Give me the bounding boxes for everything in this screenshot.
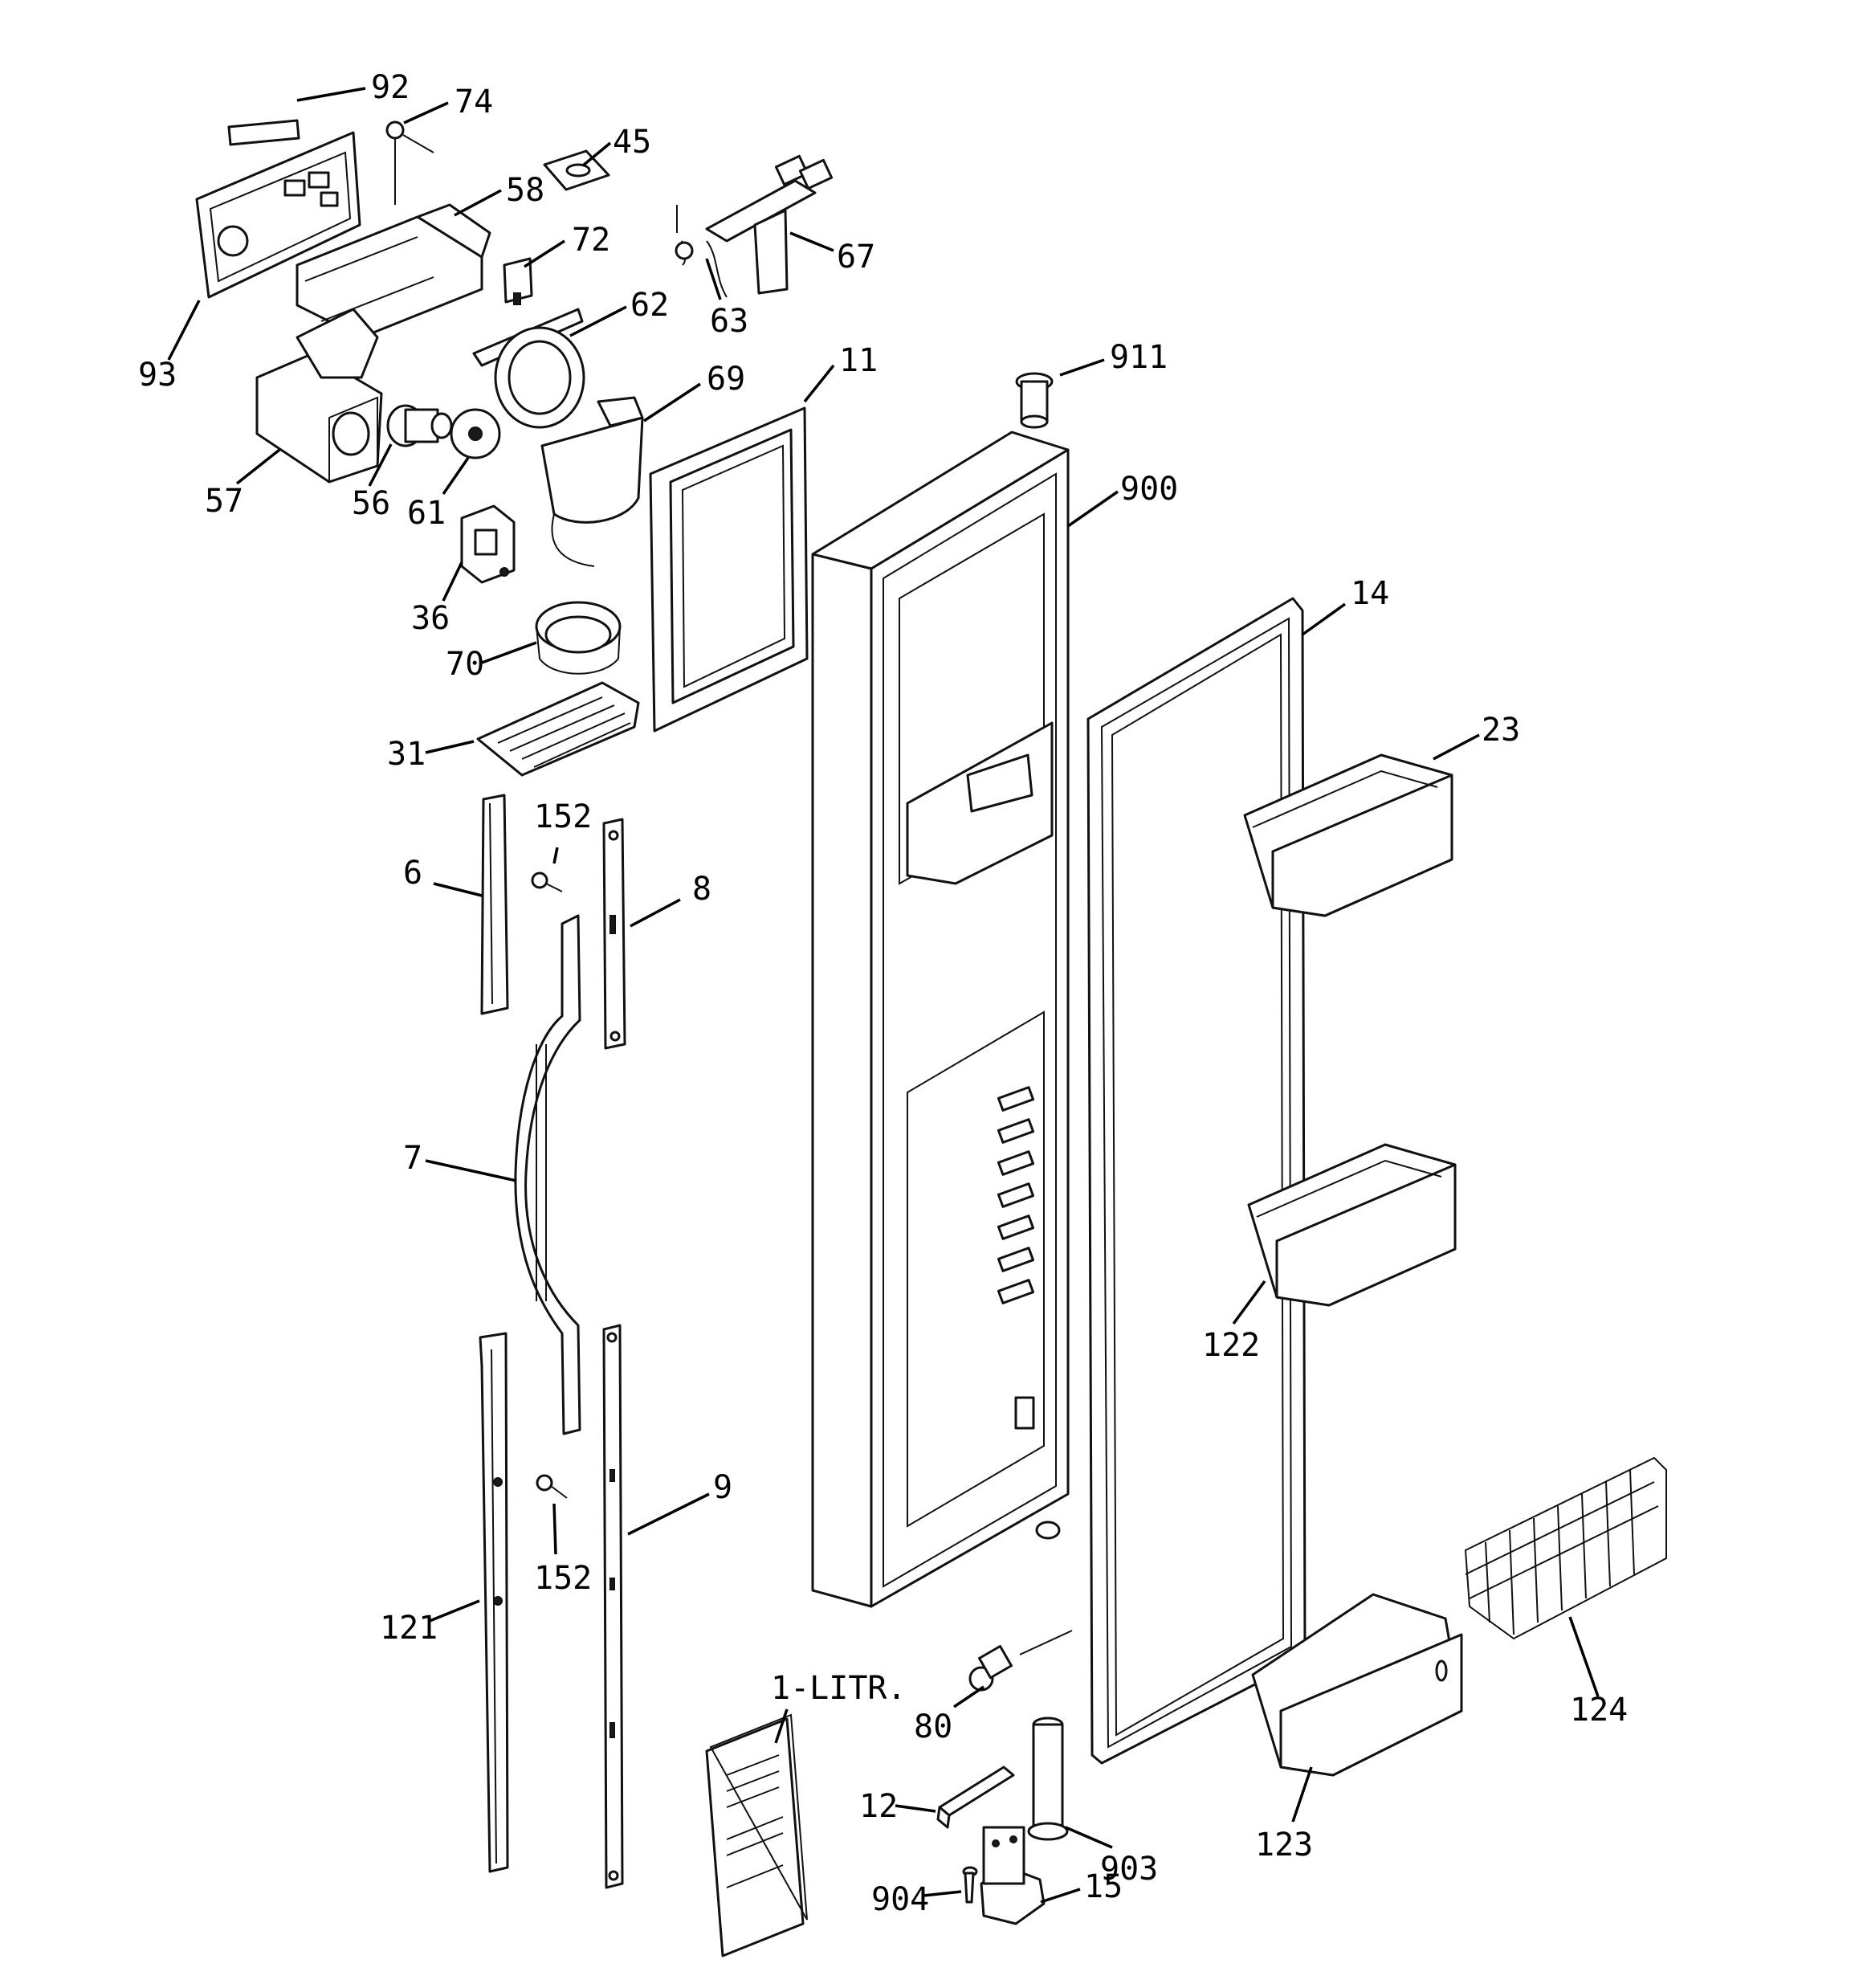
callout-904: 904 bbox=[871, 1881, 929, 1918]
part-72-switch bbox=[503, 257, 533, 305]
callout-122: 122 bbox=[1202, 1327, 1260, 1364]
callout-12: 12 bbox=[859, 1788, 898, 1825]
callout-45: 45 bbox=[613, 124, 651, 161]
callout-23: 23 bbox=[1482, 712, 1520, 749]
part-7-handle bbox=[514, 914, 581, 1435]
part-80-fitting bbox=[968, 1630, 1073, 1692]
callout-labels: 92 74 45 58 72 67 63 62 93 911 11 69 57 … bbox=[138, 69, 1628, 1918]
part-121-trim bbox=[479, 1332, 509, 1873]
door-tab-group bbox=[997, 1086, 1035, 1304]
callout-123: 123 bbox=[1255, 1827, 1313, 1863]
callout-58: 58 bbox=[506, 172, 544, 209]
callout-152-b: 152 bbox=[534, 1560, 592, 1597]
part-92-label bbox=[227, 119, 300, 146]
callout-63: 63 bbox=[710, 303, 748, 340]
part-31-drip-tray bbox=[476, 681, 640, 777]
leader-lines bbox=[167, 87, 1600, 1904]
part-57-motor bbox=[255, 308, 383, 484]
part-14-gasket bbox=[1086, 597, 1307, 1765]
callout-6: 6 bbox=[403, 855, 422, 892]
part-93-control-panel bbox=[195, 131, 361, 299]
part-900-door bbox=[811, 431, 1070, 1608]
callout-80: 80 bbox=[914, 1708, 952, 1745]
part-152-screw-lower bbox=[536, 1474, 568, 1499]
callout-72: 72 bbox=[572, 222, 610, 259]
part-58-housing bbox=[296, 203, 491, 339]
part-36-lever bbox=[460, 504, 516, 584]
part-70-ring bbox=[535, 601, 622, 675]
part-45-bracket bbox=[543, 149, 610, 191]
callout-152-a: 152 bbox=[534, 798, 592, 835]
callout-93: 93 bbox=[138, 357, 177, 394]
part-69-funnel bbox=[540, 396, 644, 567]
callout-69: 69 bbox=[707, 361, 745, 398]
callout-57: 57 bbox=[205, 483, 243, 520]
callout-124: 124 bbox=[1570, 1692, 1628, 1729]
part-62-chute bbox=[472, 308, 585, 429]
callout-92: 92 bbox=[371, 69, 410, 106]
callout-8: 8 bbox=[692, 871, 711, 908]
callout-70: 70 bbox=[446, 646, 484, 683]
callout-74: 74 bbox=[455, 84, 493, 120]
callout-1-litr: 1-LITR. bbox=[771, 1670, 907, 1707]
callout-9: 9 bbox=[713, 1469, 732, 1506]
part-123-bin bbox=[1251, 1593, 1463, 1777]
part-74-spring bbox=[385, 120, 434, 205]
callout-67: 67 bbox=[837, 239, 875, 276]
part-152-screw-upper bbox=[531, 872, 563, 892]
part-23-bin bbox=[1243, 753, 1453, 917]
part-6-trim bbox=[480, 794, 509, 1015]
part-9-strip bbox=[602, 1324, 624, 1889]
callout-62: 62 bbox=[630, 287, 669, 324]
part-12-bracket bbox=[936, 1766, 1015, 1829]
part-11-frame bbox=[649, 406, 809, 733]
part-61-cam bbox=[450, 408, 501, 459]
part-911-bushing bbox=[1015, 372, 1054, 429]
part-literature bbox=[705, 1713, 808, 1957]
callout-31: 31 bbox=[387, 736, 426, 773]
part-903-pin bbox=[1027, 1717, 1069, 1841]
part-56-coupling bbox=[386, 404, 453, 447]
part-8-strip bbox=[602, 818, 626, 1050]
callout-7: 7 bbox=[403, 1140, 422, 1177]
callout-36: 36 bbox=[411, 600, 450, 637]
callout-56: 56 bbox=[352, 485, 390, 522]
part-67-bracket bbox=[705, 154, 834, 295]
callout-911: 911 bbox=[1110, 339, 1168, 376]
part-124-basket bbox=[1464, 1456, 1667, 1640]
part-904-screw bbox=[962, 1866, 978, 1904]
callout-61: 61 bbox=[407, 495, 446, 532]
callout-11: 11 bbox=[839, 342, 878, 379]
callout-121: 121 bbox=[380, 1610, 438, 1647]
callout-14: 14 bbox=[1351, 575, 1389, 612]
part-15-hinge bbox=[980, 1826, 1046, 1925]
part-122-bin bbox=[1247, 1143, 1457, 1307]
part-63-spring bbox=[675, 205, 728, 298]
callout-15: 15 bbox=[1084, 1868, 1123, 1905]
callout-900: 900 bbox=[1120, 471, 1178, 508]
callout-903: 903 bbox=[1100, 1851, 1158, 1888]
